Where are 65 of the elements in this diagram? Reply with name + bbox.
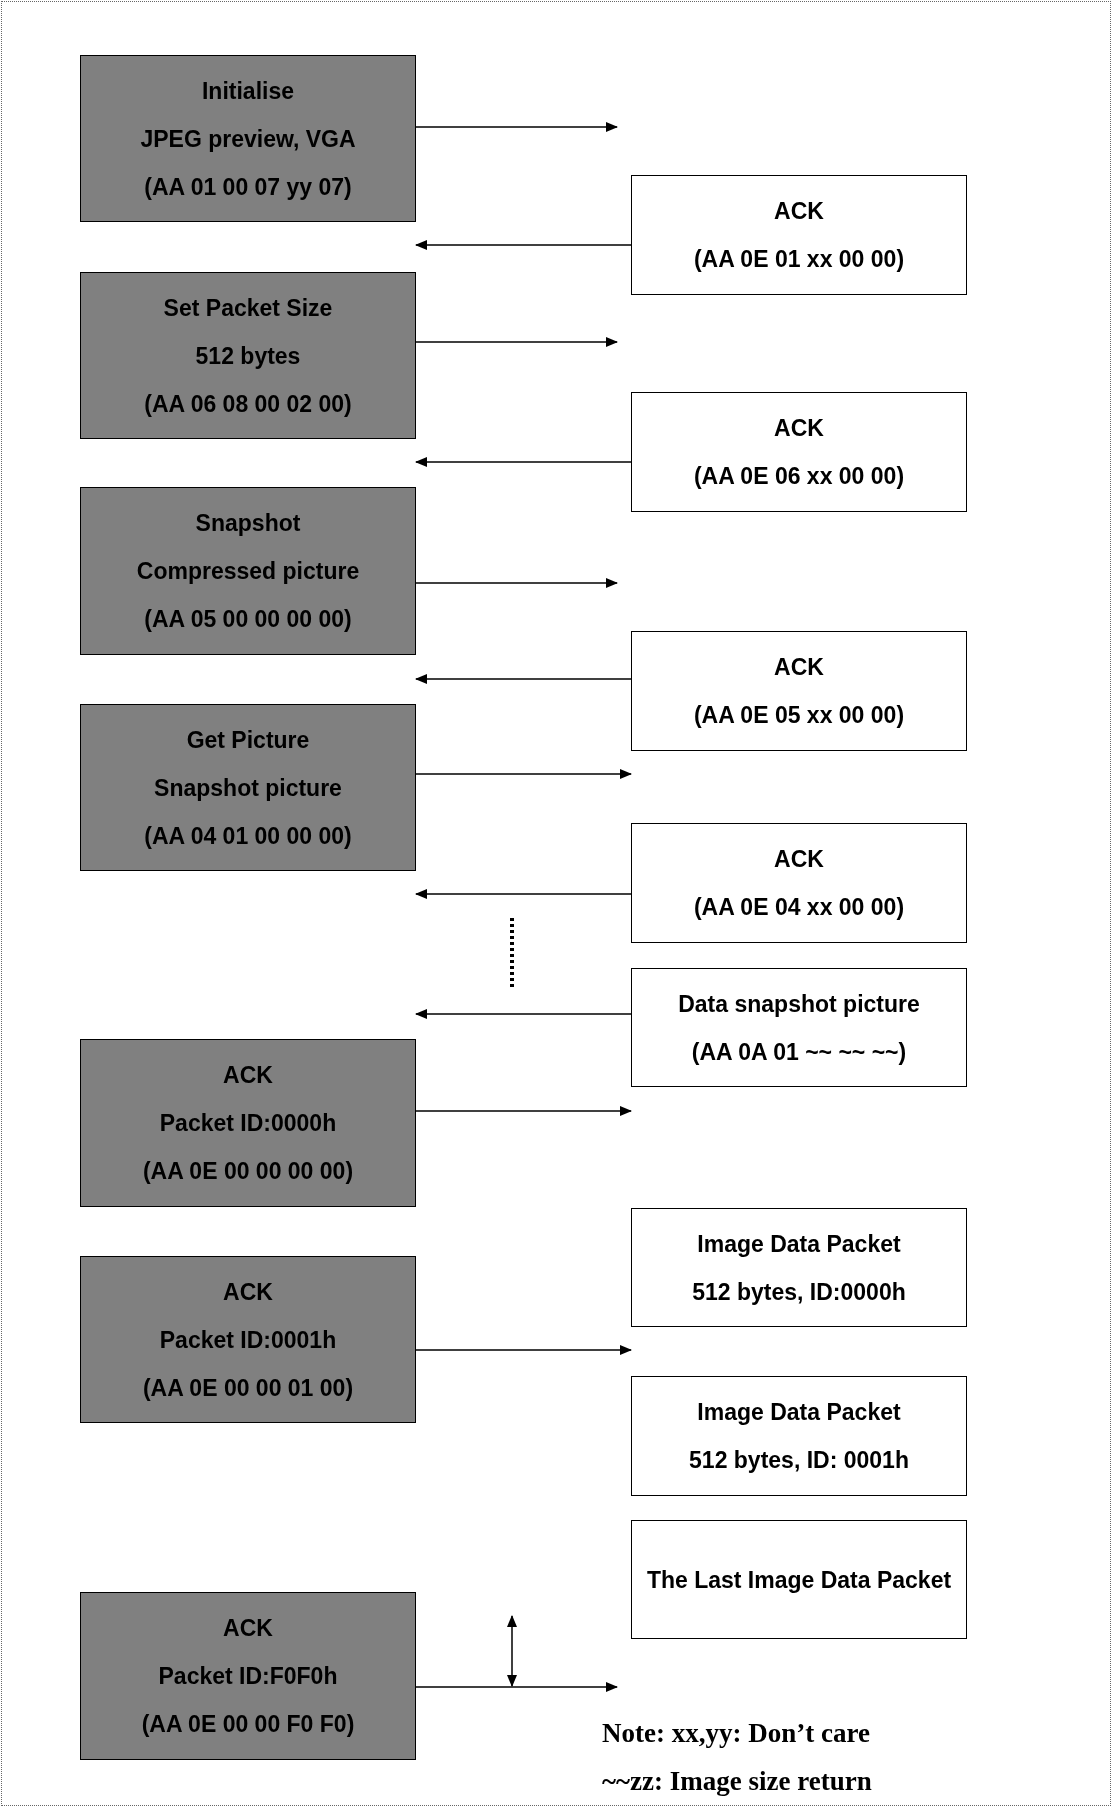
message-box: [80, 55, 416, 222]
box-text: (AA 01 00 07 yy 07): [143, 172, 353, 202]
box-text: (AA 06 08 00 02 00): [143, 389, 353, 419]
message-box: [80, 487, 416, 655]
box-text: (AA 0E 00 00 01 00): [141, 1373, 355, 1403]
box-text: Packet ID:0000h: [158, 1109, 338, 1138]
box-text: Snapshot picture: [153, 773, 343, 803]
message-box: [631, 175, 967, 295]
message-box: [80, 704, 416, 871]
box-text: (AA 0E 00 00 F0 F0): [140, 1710, 356, 1739]
box-text: (AA 05 00 00 00 00): [143, 605, 353, 634]
arrow: [415, 578, 618, 588]
box-text: ACK: [222, 1277, 274, 1307]
box-text: Compressed picture: [135, 557, 361, 586]
message-box: [80, 1256, 416, 1423]
box-text: ACK: [773, 653, 825, 682]
arrow: [415, 889, 632, 899]
message-box: [631, 1376, 967, 1496]
message-box: [80, 1039, 416, 1207]
box-text: (AA 0A 01 ~~ ~~ ~~): [690, 1037, 908, 1067]
box-text: ACK: [222, 1061, 274, 1090]
box-text: (AA 0E 05 xx 00 00): [692, 701, 906, 730]
box-text: The Last Image Data Packet: [645, 1565, 953, 1595]
box-text: ACK: [773, 197, 825, 226]
box-text: 512 bytes, ID:0000h: [691, 1277, 907, 1307]
box-text: Packet ID:0001h: [158, 1325, 338, 1355]
box-text: Image Data Packet: [696, 1229, 902, 1259]
arrow: [415, 457, 632, 467]
message-box: [631, 968, 967, 1087]
box-text: Packet ID:F0F0h: [157, 1662, 339, 1691]
box-text: (AA 0E 01 xx 00 00): [692, 245, 906, 274]
message-box: [80, 1592, 416, 1760]
message-box: [631, 823, 967, 943]
box-text: ACK: [773, 845, 825, 874]
box-text: 512 bytes: [194, 341, 302, 371]
note-text: Note: xx,yy: Don’t care: [602, 1718, 870, 1749]
arrow: [415, 674, 632, 684]
box-text: Image Data Packet: [696, 1398, 902, 1427]
arrow: [415, 1345, 632, 1355]
message-box: [80, 272, 416, 439]
arrow: [415, 769, 632, 779]
arrow: [415, 1009, 632, 1019]
box-text: (AA 0E 04 xx 00 00): [692, 893, 906, 922]
box-text: (AA 04 01 00 00 00): [143, 821, 353, 851]
message-box: [631, 631, 967, 751]
box-text: JPEG preview, VGA: [139, 124, 357, 154]
arrow: [415, 122, 618, 132]
message-box: [631, 392, 967, 512]
box-text: ACK: [773, 414, 825, 443]
arrow: [415, 1682, 618, 1692]
box-text: Data snapshot picture: [677, 989, 921, 1019]
message-box: [631, 1208, 967, 1327]
message-box: [631, 1520, 967, 1639]
box-text: Snapshot: [194, 509, 302, 538]
box-text: ACK: [222, 1614, 274, 1643]
arrow: [415, 1106, 632, 1116]
box-text: Initialise: [200, 76, 295, 106]
box-text: (AA 0E 06 xx 00 00): [692, 462, 906, 491]
box-text: Set Packet Size: [162, 293, 334, 323]
note-text: ~~zz: Image size return: [602, 1766, 872, 1797]
box-text: (AA 0E 00 00 00 00): [141, 1157, 355, 1186]
arrow: [415, 337, 618, 347]
arrow: [415, 240, 632, 250]
box-text: 512 bytes, ID: 0001h: [688, 1446, 910, 1475]
box-text: Get Picture: [185, 725, 311, 755]
